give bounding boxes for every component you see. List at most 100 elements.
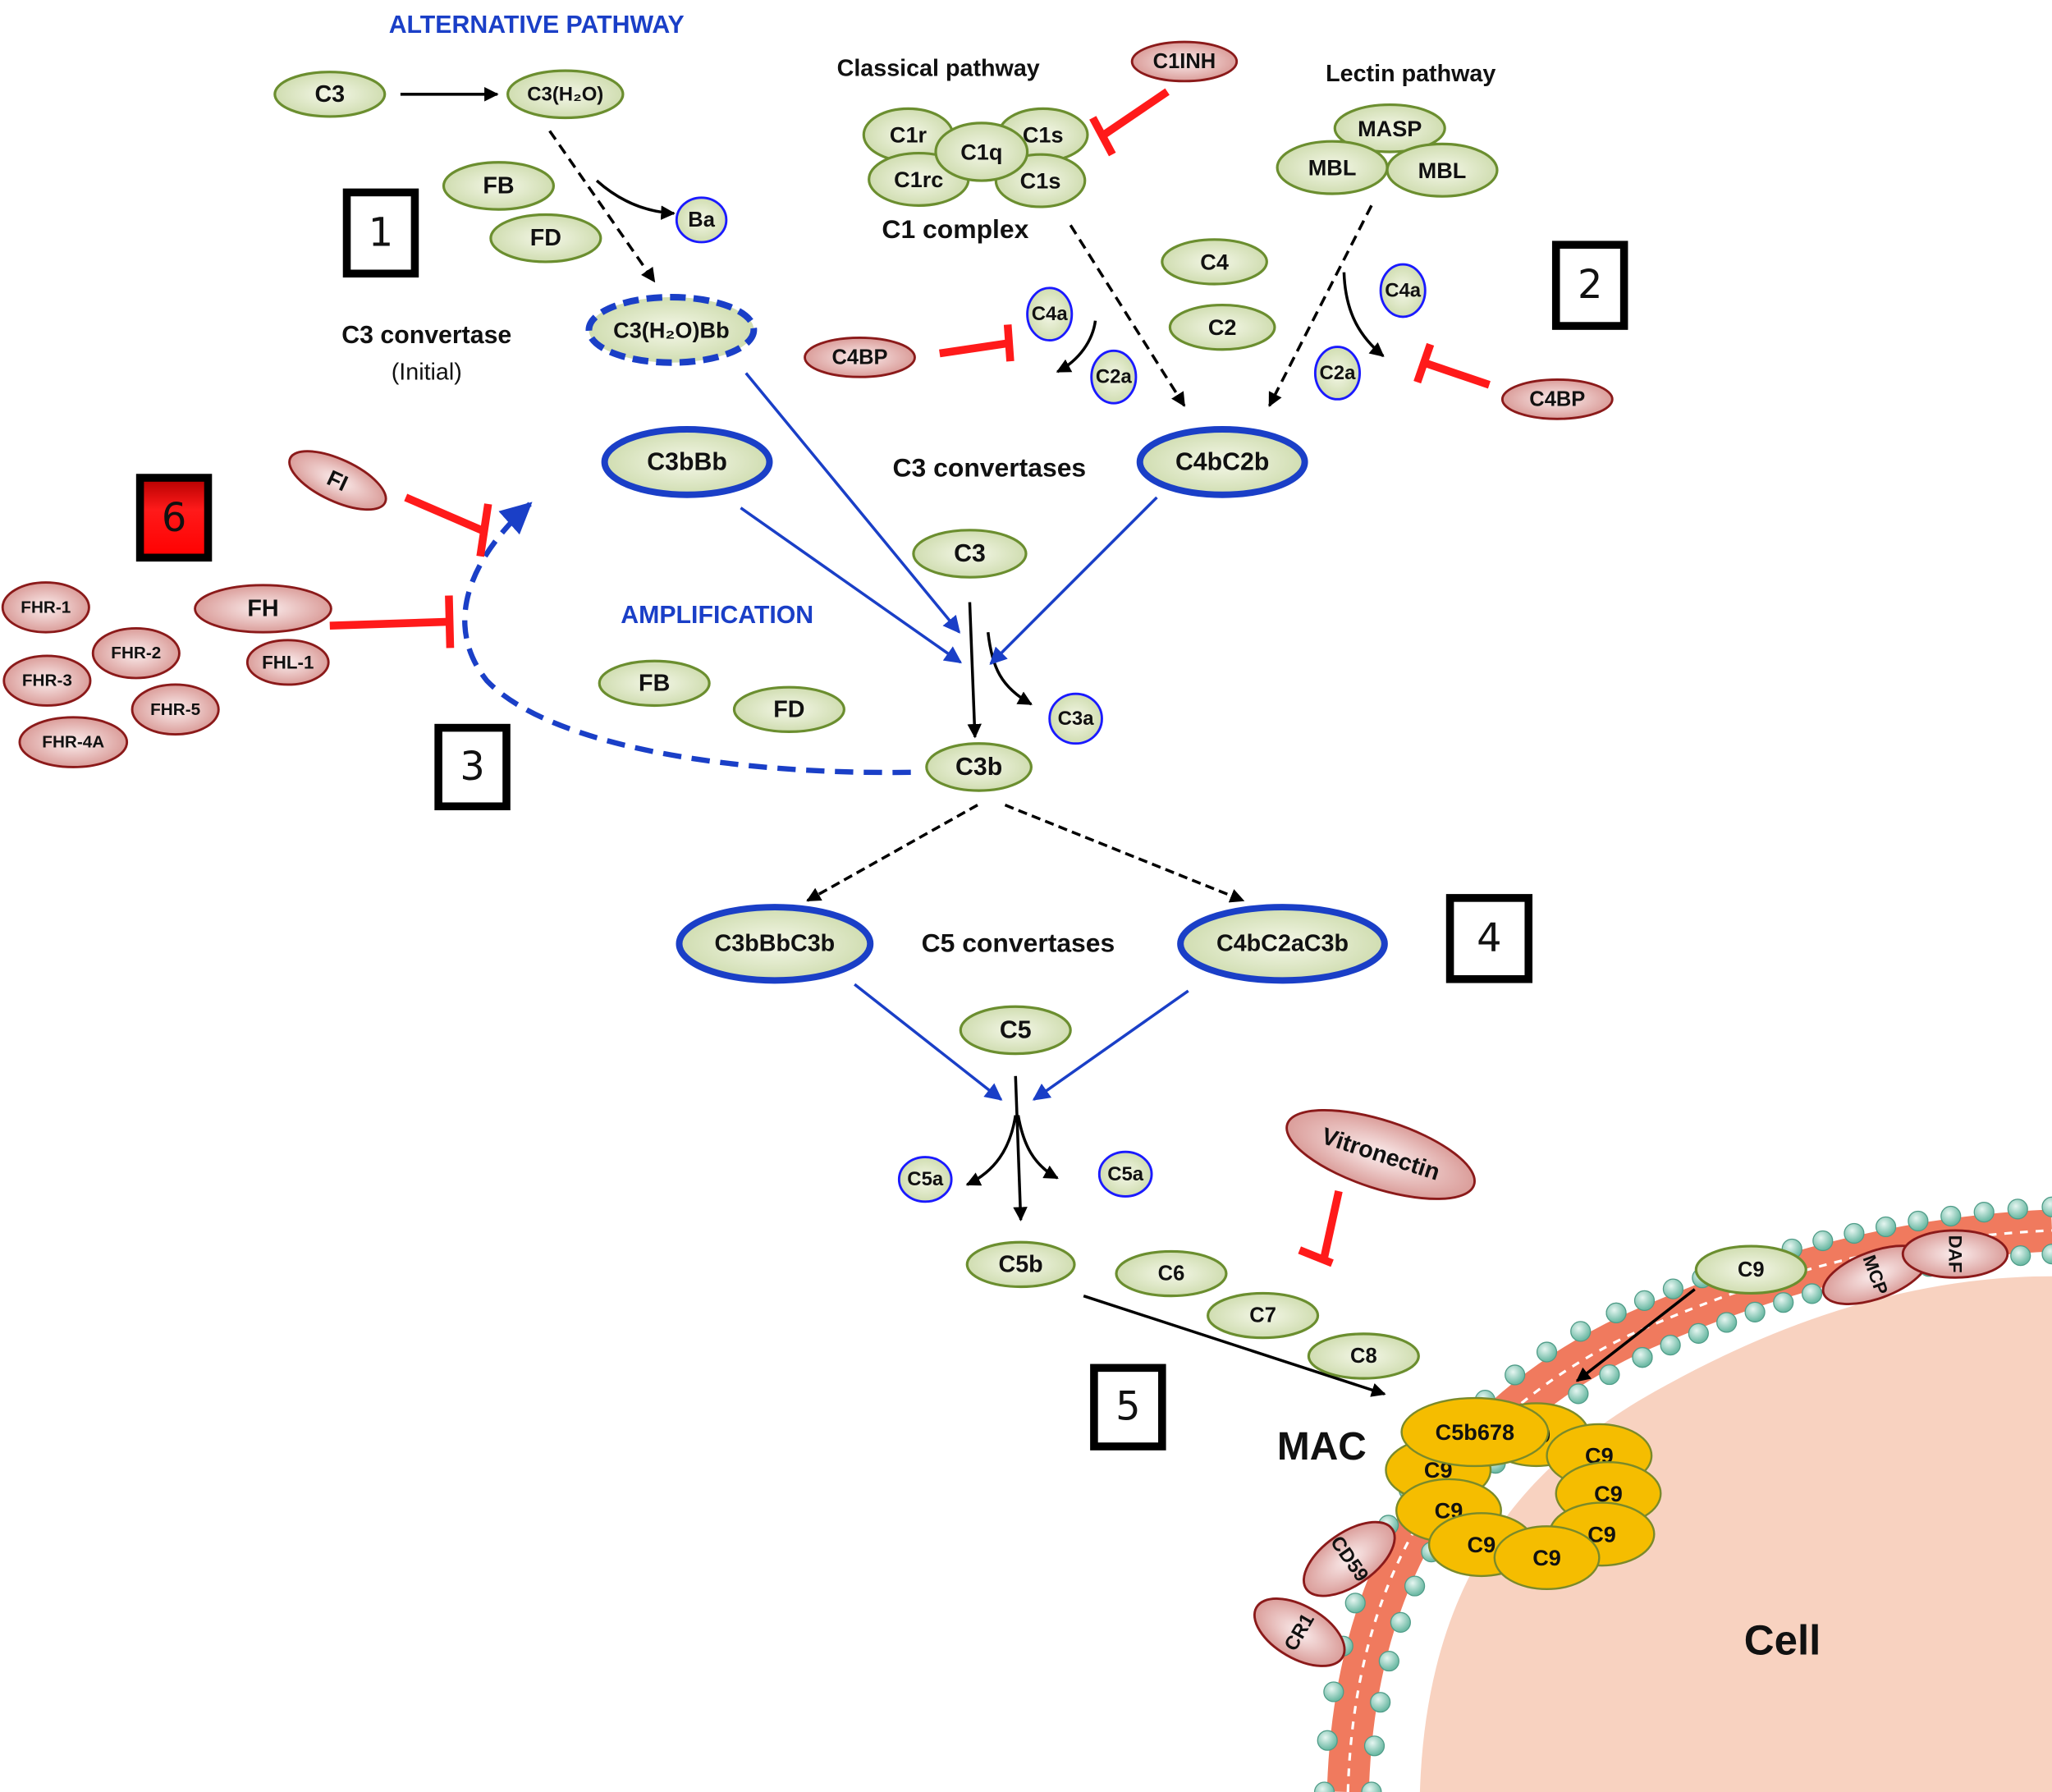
arrow-c3bbb-to-c3 — [740, 506, 963, 664]
arrow-c3h2obb-to-c3 — [744, 372, 961, 634]
svg-text:1: 1 — [369, 210, 393, 255]
conv-fd: FD — [732, 685, 845, 733]
lectin-masp: MASP — [1333, 103, 1446, 154]
inhibition-c1inh — [1089, 88, 1170, 157]
alt-ba-label: Ba — [688, 209, 715, 231]
mac-c9-7: C9 — [1493, 1525, 1601, 1591]
lipid-head — [1378, 1650, 1399, 1672]
classical-c2a: C2a — [1090, 349, 1138, 405]
inhibition-fi — [404, 493, 492, 557]
lipid-head — [1570, 1321, 1592, 1342]
conv-c3bbb-label: C3bBb — [647, 448, 727, 475]
reg-fh: FH — [194, 584, 332, 634]
classical-c4a: C4a — [1026, 286, 1074, 342]
step-box-1: 1 — [342, 188, 419, 278]
cell-label: Cell — [1744, 1617, 1821, 1664]
arrows-blue — [462, 372, 1189, 1101]
lipid-head — [1844, 1222, 1865, 1244]
inhibition-vitronectin — [1298, 1190, 1343, 1267]
lipid-head — [1344, 1593, 1366, 1614]
conv-c5b-label: C5b — [999, 1251, 1043, 1277]
step-box-5: 5 — [1090, 1363, 1166, 1451]
lipid-head — [1370, 1692, 1391, 1713]
lipid-head — [1505, 1364, 1526, 1386]
conv-c3a-label: C3a — [1058, 708, 1095, 730]
alt-c3h2o-label: C3(H₂O) — [527, 83, 603, 105]
conv-fb-label: FB — [639, 670, 670, 696]
reg-cd59: CD59 — [1303, 1520, 1396, 1597]
reg-daf: DAF — [1901, 1229, 2009, 1279]
svg-text:4: 4 — [1477, 916, 1501, 961]
lectin-mbl-left-label: MBL — [1308, 155, 1357, 181]
classical-c4bp-label: C4BP — [831, 346, 887, 369]
arrow-to-c3a — [987, 631, 1033, 706]
conv-fb: FB — [598, 659, 711, 708]
conv-c4bc2ac3b-label: C4bC2aC3b — [1216, 931, 1349, 957]
reg-fh-label: FH — [247, 595, 278, 621]
c3-convertase-initial-label: C3 convertase — [341, 322, 511, 349]
reg-mcp: MCP — [1821, 1244, 1929, 1305]
conv-c5b: C5b — [965, 1240, 1076, 1289]
svg-text:6: 6 — [162, 496, 186, 541]
lipid-head — [1536, 1341, 1558, 1363]
lectin-c2a: C2a — [1313, 346, 1362, 401]
alternative-pathway-title: ALTERNATIVE PATHWAY — [389, 11, 685, 39]
mac-c9-6-label: C9 — [1468, 1532, 1496, 1557]
term-c7-label: C7 — [1249, 1304, 1276, 1327]
lipid-head — [1876, 1216, 1897, 1238]
conv-c5a-right: C5a — [1097, 1150, 1153, 1198]
conv-c5a-left-label: C5a — [907, 1168, 944, 1190]
lipid-head — [1361, 1781, 1382, 1792]
inhibition-c4bp-classical — [939, 324, 1015, 362]
lipid-head — [2041, 1196, 2052, 1217]
mac-c5b678-label: C5b678 — [1436, 1419, 1514, 1445]
classical-c1q-label: C1q — [960, 139, 1002, 164]
classical-c1q: C1q — [934, 121, 1029, 182]
c3-convertases-label: C3 convertases — [893, 452, 1087, 482]
term-c9-free-label: C9 — [1738, 1258, 1765, 1281]
classical-c1rc-label: C1rc — [894, 167, 943, 192]
arrow-c5b-to-mac — [1083, 1294, 1386, 1397]
term-c8-label: C8 — [1350, 1345, 1377, 1368]
svg-text:3: 3 — [460, 745, 484, 790]
term-c9-free: C9 — [1694, 1244, 1807, 1295]
lipid-head — [1633, 1290, 1656, 1311]
reg-fhr2-label: FHR-2 — [111, 644, 161, 662]
lipid-head — [1801, 1283, 1823, 1304]
classical-c1inh: C1INH — [1130, 40, 1239, 83]
conv-c3: C3 — [912, 529, 1028, 579]
lipid-head — [1973, 1202, 1995, 1223]
step-box-3: 3 — [434, 723, 511, 811]
reg-fhl1-label: FHL-1 — [262, 652, 314, 672]
lectin-c2a-label: C2a — [1320, 362, 1357, 384]
lectin-pathway-title: Lectin pathway — [1326, 61, 1495, 87]
lipid-head — [1688, 1322, 1709, 1344]
reg-cr1: CR1 — [1253, 1597, 1346, 1667]
lipid-head — [1744, 1301, 1766, 1322]
lipid-head — [2007, 1198, 2028, 1220]
conv-c3bbbc3b: C3bBbC3b — [676, 904, 874, 984]
lectin-c4a: C4a — [1379, 263, 1427, 319]
lipid-head — [1568, 1383, 1589, 1405]
step-box-2: 2 — [1551, 241, 1628, 330]
reg-fhr3: FHR-3 — [2, 654, 92, 707]
classical-c1r-label: C1r — [890, 122, 928, 148]
lipid-head — [1323, 1681, 1344, 1703]
lipid-head — [1773, 1292, 1794, 1313]
reg-fhl1: FHL-1 — [245, 639, 330, 686]
term-c7: C7 — [1207, 1291, 1320, 1340]
lectin-masp-label: MASP — [1358, 116, 1422, 141]
alt-c3: C3 — [273, 71, 387, 118]
alt-fb: FB — [442, 161, 556, 211]
mac-label: MAC — [1277, 1425, 1367, 1469]
conv-c5a-left: C5a — [897, 1156, 953, 1203]
alt-fd: FD — [489, 213, 602, 264]
classical-c2: C2 — [1168, 303, 1276, 351]
alt-c3h2obb-label: C3(H₂O)Bb — [613, 317, 729, 342]
classical-c1inh-label: C1INH — [1153, 50, 1216, 73]
c1-complex-label: C1 complex — [882, 214, 1028, 244]
alt-c3h2o: C3(H₂O) — [506, 69, 625, 120]
term-c6: C6 — [1115, 1249, 1228, 1298]
reg-vitronectin: Vitronectin — [1285, 1108, 1476, 1200]
svg-text:5: 5 — [1115, 1385, 1140, 1430]
